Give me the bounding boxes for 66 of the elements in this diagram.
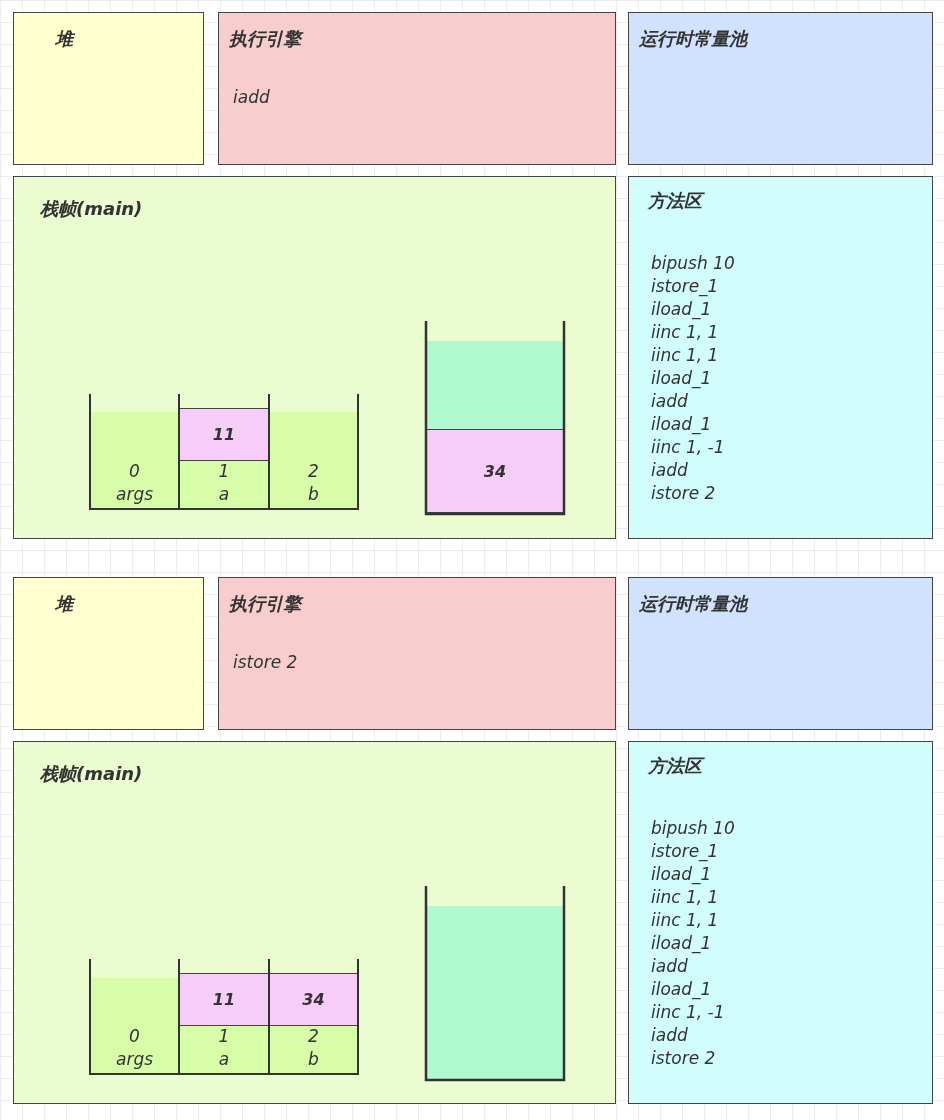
instruction-text: iadd — [651, 391, 688, 411]
instruction-text: iinc 1, 1 — [651, 345, 719, 365]
instruction-text: iadd — [651, 460, 688, 480]
instruction-text: bipush 10 — [651, 818, 735, 838]
execution-engine-box — [218, 12, 616, 165]
instruction-text: istore_1 — [651, 276, 719, 296]
instruction-text: istore 2 — [651, 483, 716, 503]
instruction-text: iadd — [651, 956, 688, 976]
method-area-box — [628, 176, 933, 539]
value-text: 34 — [302, 990, 325, 1009]
execution-engine-box — [218, 577, 616, 730]
panel-heading: 堆 — [55, 27, 73, 51]
value-text: 11 — [212, 425, 236, 444]
value-cell — [269, 973, 358, 1026]
instruction-text: iinc 1, -1 — [651, 1002, 725, 1022]
value-cell — [179, 408, 269, 461]
panel-heading: 栈帧(main) — [40, 197, 143, 221]
heap-box — [13, 577, 204, 730]
instruction-text: iload_1 — [651, 414, 712, 434]
instruction-text: istore 2 — [233, 652, 298, 672]
local-variable-slot — [179, 461, 269, 509]
instruction-text: iload_1 — [651, 299, 712, 319]
local-variable-slot — [269, 1026, 358, 1074]
slot-label: 0 — [129, 460, 140, 483]
value-text: 11 — [212, 990, 236, 1009]
slot-label: b — [308, 483, 319, 506]
instruction-text: iinc 1, -1 — [651, 437, 725, 457]
slot-label: a — [218, 1048, 230, 1071]
stack-frame-box — [13, 176, 616, 539]
instruction-text: iload_1 — [651, 864, 712, 884]
panel-heading: 栈帧(main) — [40, 762, 143, 786]
slot-label: 2 — [308, 460, 319, 483]
slot-label: args — [115, 1048, 154, 1071]
panel-heading: 运行时常量池 — [639, 592, 747, 616]
slot-label: a — [218, 483, 230, 506]
slot-label: 0 — [129, 1025, 140, 1048]
constant-pool-box — [628, 577, 933, 730]
instruction-text: iload_1 — [651, 933, 712, 953]
instruction-text: iload_1 — [651, 368, 712, 388]
instruction-text: iload_1 — [651, 979, 712, 999]
slot-label: 1 — [218, 460, 230, 483]
heap-box — [13, 12, 204, 165]
stack-frame-box — [13, 741, 616, 1104]
instruction-text: istore_1 — [651, 841, 719, 861]
local-variable-slot — [90, 978, 179, 1074]
constant-pool-box — [628, 12, 933, 165]
local-variable-slot — [179, 1026, 269, 1074]
method-area-box — [628, 741, 933, 1104]
value-cell — [179, 973, 269, 1026]
slot-label: 2 — [308, 1025, 319, 1048]
value-cell — [426, 429, 564, 513]
instruction-text: iinc 1, 1 — [651, 322, 719, 342]
local-variable-slot — [90, 412, 179, 509]
instruction-text: bipush 10 — [651, 253, 735, 273]
panel-heading: 堆 — [55, 592, 73, 616]
slot-label: args — [115, 483, 154, 506]
instruction-text: istore 2 — [651, 1048, 716, 1068]
instruction-text: iadd — [233, 87, 270, 107]
instruction-text: iinc 1, 1 — [651, 887, 719, 907]
panel-heading: 运行时常量池 — [639, 27, 747, 51]
slot-label: 1 — [218, 1025, 230, 1048]
value-text: 34 — [483, 461, 507, 481]
instruction-text: iinc 1, 1 — [651, 910, 719, 930]
local-variable-slot — [269, 412, 358, 509]
instruction-text: iadd — [651, 1025, 688, 1045]
slot-label: b — [308, 1048, 319, 1071]
